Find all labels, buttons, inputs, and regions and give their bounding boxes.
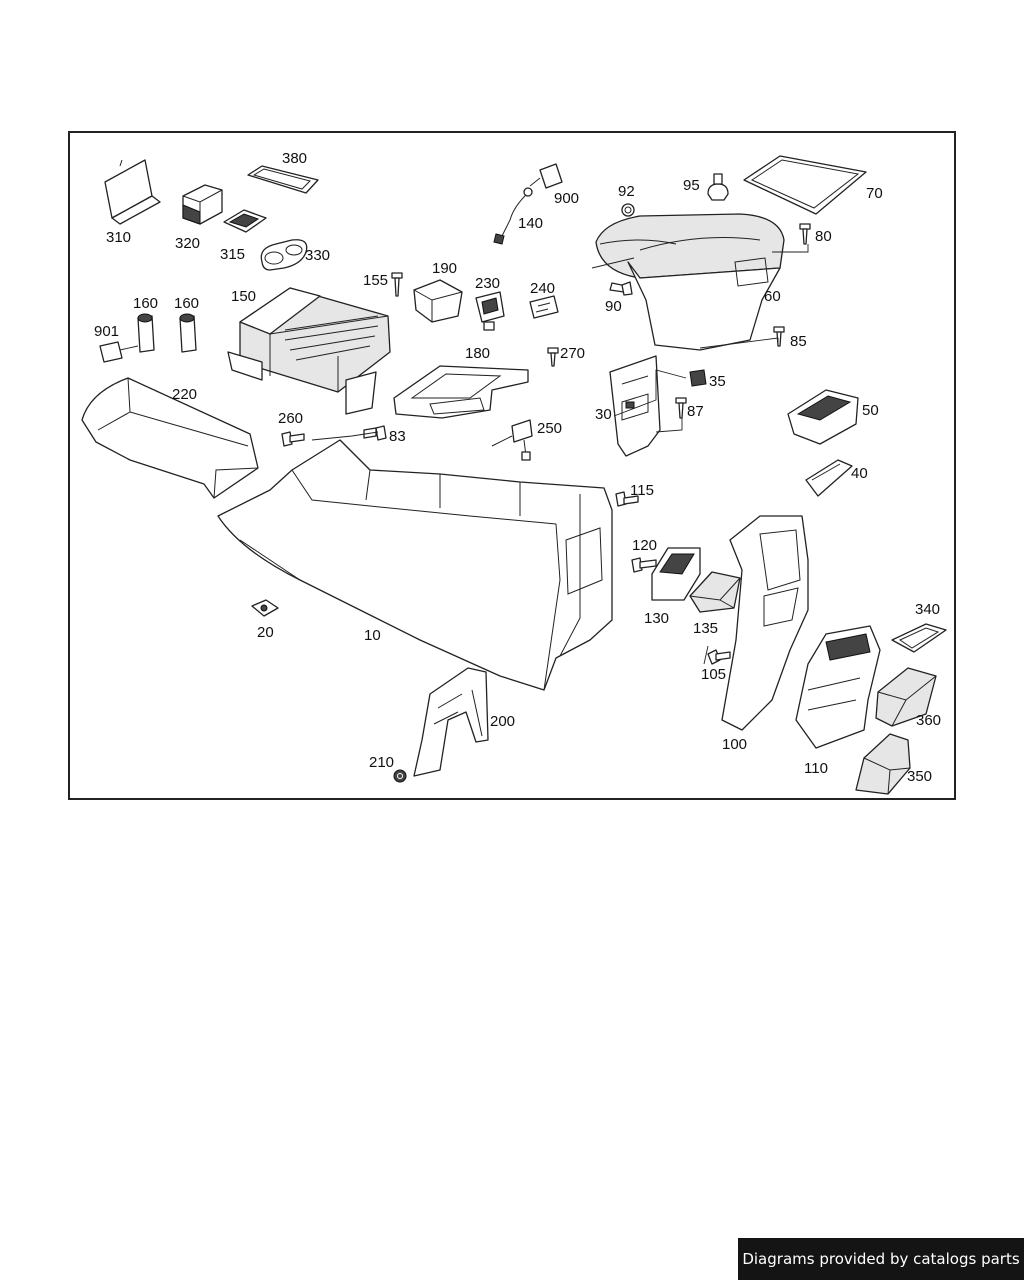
callout-350: 350: [907, 768, 932, 785]
callout-110: 110: [804, 760, 828, 777]
part-160-socket-left[interactable]: [137, 313, 155, 353]
callout-50: 50: [862, 402, 879, 419]
callout-360: 360: [916, 712, 941, 729]
part-240-connector[interactable]: [529, 295, 559, 319]
callout-70: 70: [866, 185, 883, 202]
callout-230: 230: [475, 275, 500, 292]
callout-160-left: 160: [133, 295, 158, 312]
part-80-screw[interactable]: [799, 223, 811, 245]
watermark-banner: Diagrams provided by catalogs parts: [738, 1238, 1024, 1280]
callout-190: 190: [432, 260, 457, 277]
part-83-screw[interactable]: [363, 425, 387, 441]
callout-20: 20: [257, 624, 274, 641]
part-40-cover[interactable]: [805, 459, 853, 497]
part-350-tray[interactable]: [855, 733, 911, 795]
part-30-bracket[interactable]: [609, 355, 661, 457]
part-135-cover[interactable]: [689, 571, 741, 613]
callout-92: 92: [618, 183, 635, 200]
part-105-screw[interactable]: [707, 649, 731, 665]
part-95-bumper[interactable]: [707, 173, 729, 201]
part-200-bracket[interactable]: [413, 667, 489, 777]
part-140-cable[interactable]: [493, 187, 533, 245]
part-87-screw[interactable]: [675, 397, 687, 419]
callout-900: 900: [554, 190, 579, 207]
part-10-center-console[interactable]: [217, 439, 613, 691]
part-20-clip[interactable]: [251, 599, 279, 617]
callout-220: 220: [172, 386, 197, 403]
callout-340: 340: [915, 601, 940, 618]
callout-130: 130: [644, 610, 669, 627]
part-100-rear-panel[interactable]: [721, 515, 809, 731]
callout-240: 240: [530, 280, 555, 297]
part-330-cupholder[interactable]: [260, 239, 308, 271]
callout-87: 87: [687, 403, 704, 420]
callout-310: 310: [106, 229, 131, 246]
callout-105: 105: [701, 666, 726, 683]
callout-155: 155: [363, 272, 388, 289]
part-180-trim-panel[interactable]: [393, 365, 529, 419]
callout-150: 150: [231, 288, 256, 305]
part-320-box[interactable]: [182, 184, 223, 225]
callout-135: 135: [693, 620, 718, 637]
part-130-frame[interactable]: [651, 547, 701, 601]
callout-180: 180: [465, 345, 490, 362]
part-270-screw[interactable]: [547, 347, 559, 367]
part-35-clip[interactable]: [689, 369, 707, 387]
part-90-screw[interactable]: [609, 281, 633, 296]
part-190-housing[interactable]: [413, 279, 463, 323]
callout-901: 901: [94, 323, 119, 340]
callout-200: 200: [490, 713, 515, 730]
callout-330: 330: [305, 247, 330, 264]
part-380-pad[interactable]: [247, 165, 319, 194]
callout-100: 100: [722, 736, 747, 753]
callout-250: 250: [537, 420, 562, 437]
callout-315: 315: [220, 246, 245, 263]
part-155-screw[interactable]: [391, 272, 403, 297]
part-250-harness[interactable]: [491, 419, 533, 461]
part-120-screw[interactable]: [631, 557, 657, 573]
part-60-armrest[interactable]: [595, 213, 785, 351]
part-85-screw[interactable]: [773, 326, 785, 347]
leader-lines: [311, 177, 809, 665]
callout-320: 320: [175, 235, 200, 252]
part-210-nut[interactable]: [393, 769, 407, 783]
callout-120: 120: [632, 537, 657, 554]
callout-270: 270: [560, 345, 585, 362]
callout-35: 35: [709, 373, 726, 390]
part-50-tray[interactable]: [787, 389, 859, 445]
part-900-module[interactable]: [539, 163, 563, 189]
callout-80: 80: [815, 228, 832, 245]
callout-115: 115: [630, 482, 654, 499]
callout-140: 140: [518, 215, 543, 232]
part-160-socket-right[interactable]: [179, 313, 197, 353]
callout-30: 30: [595, 406, 612, 423]
part-110-module[interactable]: [795, 625, 881, 749]
part-70-mat[interactable]: [743, 155, 867, 215]
part-220-air-duct[interactable]: [81, 377, 259, 499]
callout-10: 10: [364, 627, 381, 644]
diagram-frame: [68, 131, 956, 800]
callout-85: 85: [790, 333, 807, 350]
callout-95: 95: [683, 177, 700, 194]
callout-380: 380: [282, 150, 307, 167]
part-115-screw[interactable]: [615, 491, 639, 507]
callout-40: 40: [851, 465, 868, 482]
callout-210: 210: [369, 754, 394, 771]
part-92-clip[interactable]: [621, 203, 635, 217]
callout-260: 260: [278, 410, 303, 427]
callout-83: 83: [389, 428, 406, 445]
callout-90: 90: [605, 298, 622, 315]
callout-labels: 310 320 380 315 330 900 140 92 95 70 80 …: [94, 150, 941, 785]
part-315-tray[interactable]: [223, 209, 267, 233]
part-230-switch[interactable]: [475, 291, 505, 331]
part-901-plug[interactable]: [99, 341, 139, 363]
part-310-tray[interactable]: [104, 159, 161, 225]
callout-160-right: 160: [174, 295, 199, 312]
part-260-screw[interactable]: [281, 431, 305, 447]
part-360-tray[interactable]: [875, 667, 937, 727]
callout-60: 60: [764, 288, 781, 305]
part-340-pad[interactable]: [891, 623, 947, 653]
part-150-storage-box[interactable]: [227, 287, 391, 415]
